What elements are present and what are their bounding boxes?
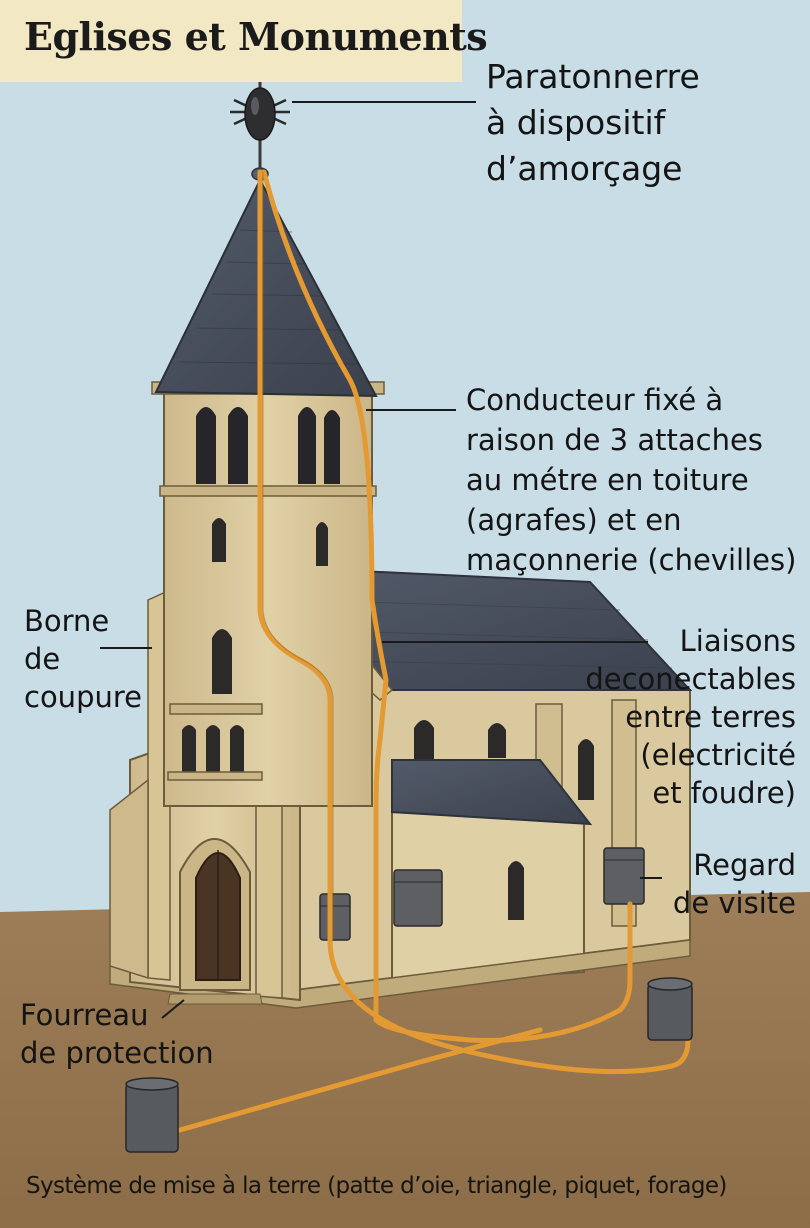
conductor-outline bbox=[262, 172, 334, 940]
leader-fourreau bbox=[161, 999, 185, 1019]
inspection-box-icon bbox=[603, 847, 645, 905]
diagram-title: Eglises et Monuments bbox=[24, 14, 488, 59]
label-paratonnerre: Paratonnerre à dispositif d’amorçage bbox=[486, 57, 700, 188]
lightning-rod-icon bbox=[230, 72, 290, 172]
title-band: Eglises et Monuments bbox=[0, 0, 488, 82]
side-chapel bbox=[391, 759, 593, 986]
spire bbox=[154, 167, 378, 398]
label-systeme: Système de mise à la terre (patte d’oie,… bbox=[26, 1173, 727, 1199]
leader-lines bbox=[100, 101, 662, 1019]
disconnect-box-icon bbox=[319, 893, 351, 941]
tower bbox=[151, 381, 385, 807]
label-regard: Regard de visite bbox=[672, 848, 796, 920]
portal bbox=[167, 838, 263, 1005]
meter-box-icon bbox=[393, 869, 443, 927]
earth-rod-icon bbox=[647, 977, 693, 1041]
earth-rod-icon bbox=[125, 1077, 179, 1153]
label-conducteur: Conducteur fixé à raison de 3 attaches a… bbox=[466, 383, 797, 577]
conductor-path bbox=[177, 169, 691, 1133]
label-liaisons: Liaisons deconectables entre terres (ele… bbox=[585, 624, 796, 810]
label-fourreau: Fourreau de protection bbox=[20, 998, 214, 1070]
label-borne: Borne de coupure bbox=[24, 604, 142, 714]
